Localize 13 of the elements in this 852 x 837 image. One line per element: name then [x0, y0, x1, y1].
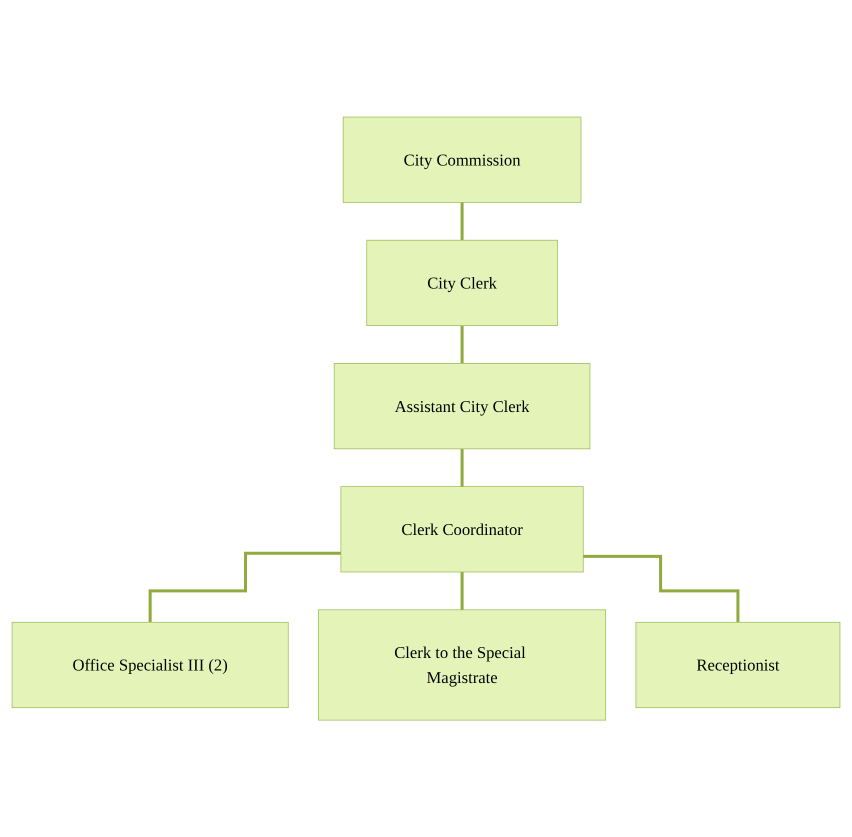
node-box: Assistant City Clerk	[334, 362, 590, 450]
connector	[460, 324, 464, 365]
connector	[148, 552, 341, 624]
connector	[460, 200, 464, 242]
connector	[460, 447, 464, 488]
node-box: Office Specialist III (2)	[12, 622, 289, 708]
node-box: City Commission	[342, 116, 582, 203]
node-box: Receptionist	[636, 622, 840, 708]
node-box: City Clerk	[366, 240, 558, 326]
node-box: Clerk to the Special Magistrate	[318, 609, 606, 720]
connector	[460, 570, 464, 612]
node-box: Clerk Coordinator	[340, 486, 584, 572]
connector	[583, 554, 740, 624]
